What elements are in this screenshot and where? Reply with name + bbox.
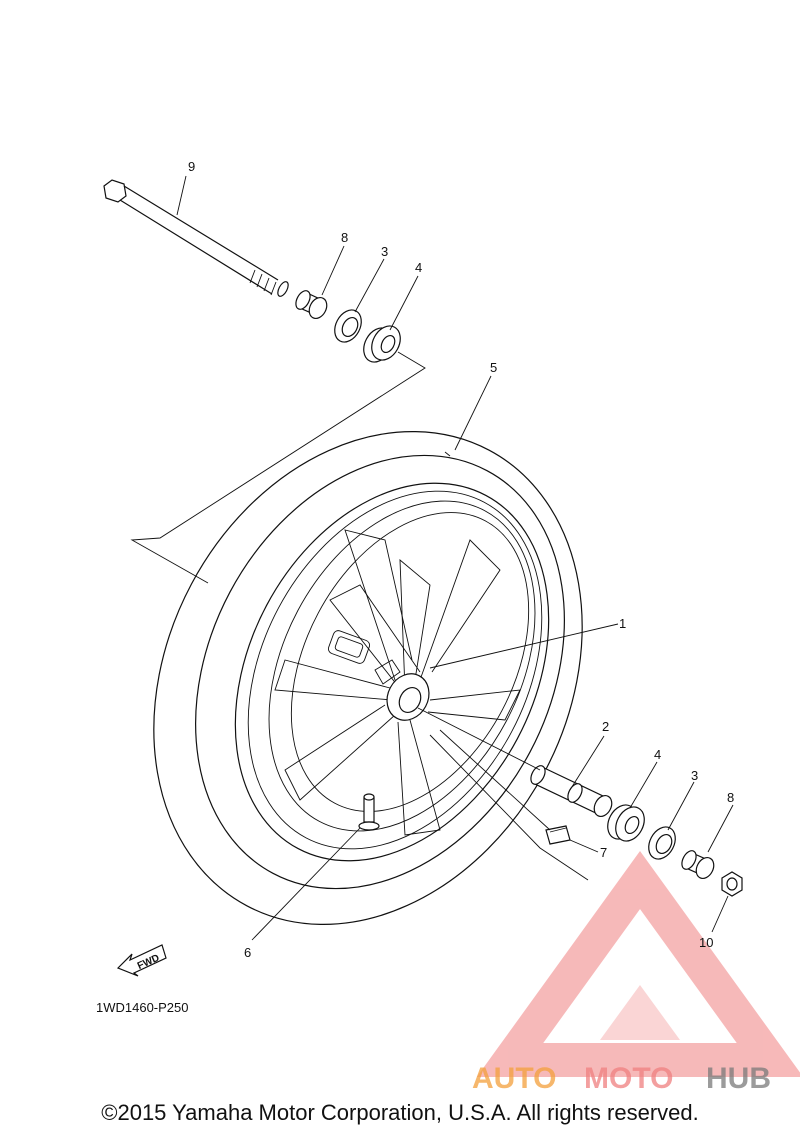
- axle-shaft: [103, 179, 289, 297]
- watermark-text: AUTO MOTO HUB: [472, 1062, 771, 1095]
- oil-seal-left: [334, 309, 362, 343]
- callout-3-left: 3: [381, 244, 388, 259]
- watermark-part3: HUB: [706, 1062, 771, 1095]
- bearing-right: [607, 804, 645, 842]
- watermark-part2: MOTO: [584, 1062, 673, 1095]
- bearing-left: [363, 325, 401, 363]
- valve-stem: [358, 793, 380, 831]
- callout-3-right: 3: [691, 768, 698, 783]
- leader-lines: [176, 175, 734, 941]
- callout-1: 1: [619, 616, 626, 631]
- wheel-rim: [234, 482, 550, 862]
- callout-5: 5: [490, 360, 497, 375]
- axle-nut: [721, 871, 743, 897]
- callout-10: 10: [699, 935, 713, 950]
- callout-8-left: 8: [341, 230, 348, 245]
- copyright-notice: ©2015 Yamaha Motor Corporation, U.S.A. A…: [101, 1100, 699, 1125]
- tire: [153, 431, 583, 925]
- callout-8-right: 8: [727, 790, 734, 805]
- oil-seal-right: [648, 826, 676, 860]
- balance-weight: [545, 825, 571, 845]
- callout-2: 2: [602, 719, 609, 734]
- guide-lines: [130, 351, 589, 881]
- callout-9: 9: [188, 159, 195, 174]
- collar-left: [295, 290, 328, 320]
- watermark-logo: [476, 850, 800, 1077]
- fwd-arrow-icon: FWD: [116, 944, 167, 977]
- callout-6: 6: [244, 945, 251, 960]
- collar-right: [681, 850, 715, 880]
- callout-7: 7: [600, 845, 607, 860]
- callout-4-right: 4: [654, 747, 661, 762]
- watermark-part1: AUTO: [472, 1062, 556, 1095]
- callout-4-left: 4: [415, 260, 422, 275]
- wheel-collar-right: [530, 765, 613, 818]
- diagram-code: 1WD1460-P250: [96, 1000, 189, 1015]
